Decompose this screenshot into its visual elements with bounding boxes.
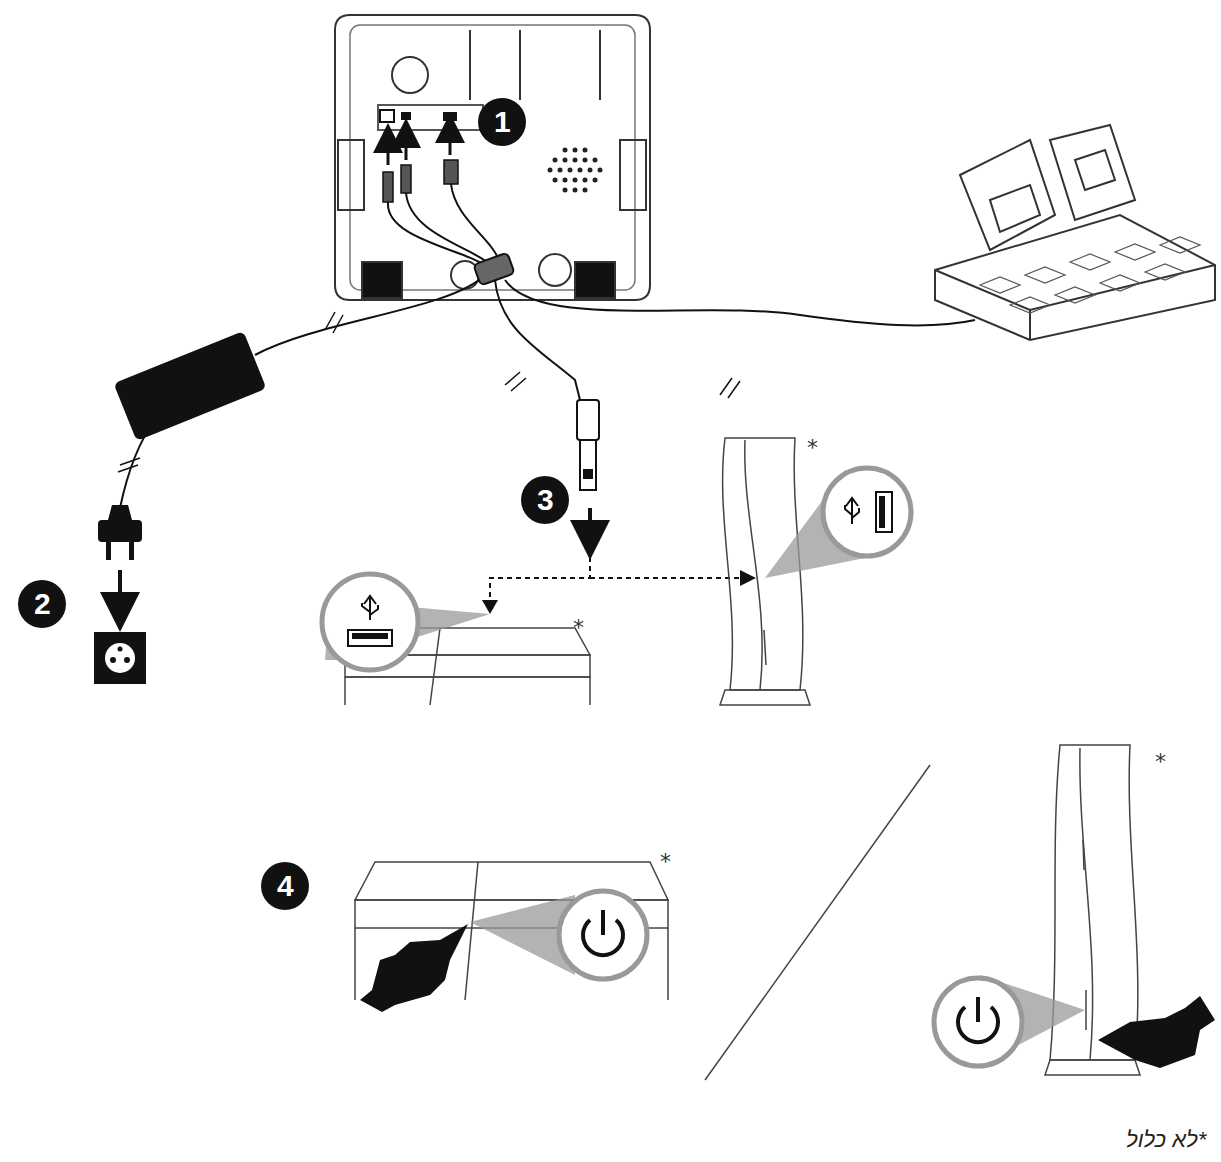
arrow bbox=[588, 508, 592, 540]
dashed-route bbox=[490, 548, 740, 598]
callout-number: 3 bbox=[537, 485, 554, 515]
port-icons bbox=[380, 110, 457, 122]
footnote-mark: * bbox=[1155, 751, 1166, 773]
footnote-mark: * bbox=[807, 437, 818, 459]
wall-socket bbox=[94, 632, 146, 684]
footnote: *לא כלול bbox=[1126, 1129, 1206, 1151]
pedal-set bbox=[935, 125, 1215, 340]
pedal-pattern bbox=[980, 237, 1200, 313]
callout-number: 4 bbox=[277, 871, 294, 901]
pressing-hand bbox=[360, 924, 468, 1012]
power-magnifier bbox=[559, 891, 647, 979]
arrowhead bbox=[482, 600, 498, 614]
wheel-base bbox=[335, 15, 650, 300]
callout-number: 2 bbox=[34, 589, 51, 619]
footnote-mark: * bbox=[573, 617, 584, 639]
arrowhead bbox=[740, 570, 756, 586]
power-magnifier bbox=[934, 978, 1022, 1066]
cable-plugs bbox=[383, 160, 458, 202]
power-adapter bbox=[113, 331, 266, 441]
usb-plug bbox=[577, 400, 599, 490]
arrow bbox=[118, 570, 122, 612]
footnote-mark: * bbox=[660, 851, 671, 873]
usb-port-magnifier bbox=[823, 468, 911, 556]
divider bbox=[705, 765, 930, 1080]
port-arrows bbox=[388, 128, 450, 165]
usb-port-magnifier bbox=[322, 574, 418, 670]
speaker-grille bbox=[548, 148, 603, 193]
mains-plug bbox=[98, 505, 142, 560]
pressing-hand bbox=[1098, 996, 1215, 1068]
callout-discs bbox=[18, 98, 569, 910]
ferrite-core bbox=[473, 253, 514, 286]
callout-number: 1 bbox=[494, 107, 511, 137]
